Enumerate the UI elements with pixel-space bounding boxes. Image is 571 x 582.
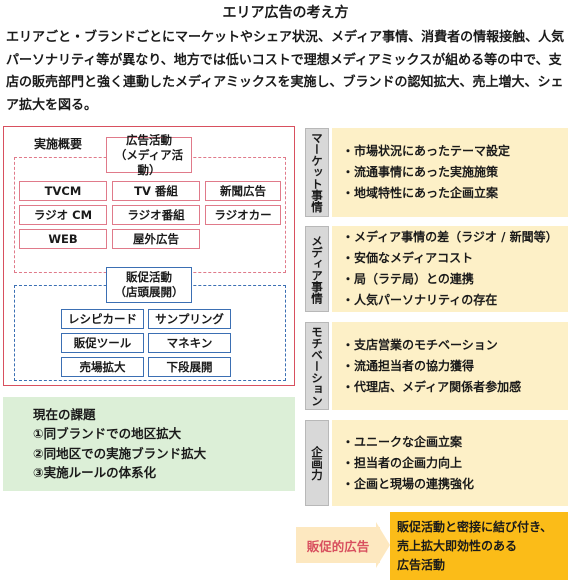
promo-activity-title: 販促活動	[126, 270, 172, 284]
overview-label: 実施概要	[34, 137, 83, 151]
factor-bullet: ・流通担当者の協力獲得	[342, 358, 475, 373]
promo-ad-label: 販促的広告	[296, 527, 380, 563]
ad-item-radio-car: ラジオカー	[205, 205, 281, 225]
factor-bullet: ・企画と現場の連携強化	[342, 476, 475, 491]
promo-desc-line: 広告活動	[397, 558, 446, 572]
arrow-right-icon	[376, 522, 390, 568]
factor-bullet: ・担当者の企画力向上	[342, 455, 463, 470]
ad-item-newspaper: 新聞広告	[205, 181, 281, 201]
intro-text: エリアごと・ブランドごとにマーケットやシェア状況、メディア事情、消費者の情報接触…	[6, 30, 565, 113]
promo-item-tools: 販促ツール	[61, 333, 144, 353]
ad-activity-subtitle: （メディア活動）	[114, 147, 184, 177]
factor-label-planning: 企画力	[305, 420, 329, 506]
ad-activity-header: 広告活動 （メディア活動）	[106, 133, 192, 177]
ad-item-web: WEB	[19, 229, 107, 249]
factor-bullet: ・流通事情にあった実施施策	[342, 165, 499, 179]
promo-item-mannequin: マネキン	[148, 333, 231, 353]
factor-bullet: ・安価なメディアコスト	[342, 251, 474, 265]
ad-item-tvcm: TVCM	[19, 181, 107, 201]
ad-item-tv-program: TV 番組	[112, 181, 200, 201]
factor-label-text: メディア事情	[310, 234, 324, 304]
factor-label-motivation: モチベーション	[305, 322, 329, 410]
issue-item: ③実施ルールの体系化	[33, 465, 157, 480]
issues-box: 現在の課題 ①同ブランドでの地区拡大 ②同地区での実施ブランド拡大 ③実施ルール…	[3, 397, 295, 491]
factor-bullet: ・代理店、メディア関係者参加感	[342, 379, 522, 394]
ad-item-radio-program: ラジオ番組	[112, 205, 200, 225]
factor-bullet: ・ユニークな企画立案	[342, 434, 463, 449]
factor-panel-planning: ・ユニークな企画立案 ・担当者の企画力向上 ・企画と現場の連携強化	[332, 420, 568, 506]
factor-panel-motivation: ・支店営業のモチベーション ・流通担当者の協力獲得 ・代理店、メディア関係者参加…	[332, 322, 568, 410]
factor-panel-media: ・メディア事情の差（ラジオ / 新聞等） ・安価なメディアコスト ・局（ラテ局）…	[332, 226, 568, 312]
factor-bullet: ・地域特性にあった企画立案	[342, 186, 499, 200]
issue-item: ②同地区での実施ブランド拡大	[33, 445, 207, 461]
factor-bullet: ・メディア事情の差（ラジオ / 新聞等）	[342, 230, 558, 244]
factor-label-text: モチベーション	[310, 325, 324, 407]
promo-desc-line: 販促活動と密接に結び付き、	[397, 520, 553, 534]
issue-item: ①同ブランドでの地区拡大	[33, 426, 182, 441]
ad-item-radio-cm: ラジオ CM	[19, 205, 107, 225]
overview-frame: 実施概要 広告活動 （メディア活動） TVCM TV 番組 新聞広告 ラジオ C…	[3, 126, 295, 386]
promo-item-sampling: サンプリング	[148, 309, 231, 329]
promo-item-recipe-card: レシピカード	[61, 309, 144, 329]
factor-label-text: 企画力	[310, 445, 324, 481]
promo-item-floor-expansion: 売場拡大	[61, 357, 144, 377]
promo-ad-description: 販促活動と密接に結び付き、 売上拡大即効性のある 広告活動	[390, 512, 568, 580]
promo-item-lower-shelf: 下段展開	[148, 357, 231, 377]
factor-label-media: メディア事情	[305, 226, 329, 312]
promo-activity-header: 販促活動 （店頭展開）	[106, 267, 192, 303]
ad-item-outdoor: 屋外広告	[112, 229, 200, 249]
page-title: エリア広告の考え方	[222, 5, 349, 21]
promo-activity-subtitle: （店頭展開）	[114, 285, 184, 299]
promo-desc-line: 売上拡大即効性のある	[397, 539, 518, 553]
factor-label-text: マーケット事情	[310, 132, 324, 213]
issues-title: 現在の課題	[33, 407, 96, 422]
factor-bullet: ・局（ラテ局）との連携	[342, 272, 474, 286]
factor-bullet: ・支店営業のモチベーション	[342, 337, 498, 352]
ad-activity-title: 広告活動	[126, 132, 172, 147]
factor-bullet: ・市場状況にあったテーマ設定	[342, 144, 511, 158]
factor-panel-market: ・市場状況にあったテーマ設定 ・流通事情にあった実施施策 ・地域特性にあった企画…	[332, 128, 568, 217]
factor-bullet: ・人気パーソナリティの存在	[342, 293, 498, 307]
factor-label-market: マーケット事情	[305, 128, 329, 217]
